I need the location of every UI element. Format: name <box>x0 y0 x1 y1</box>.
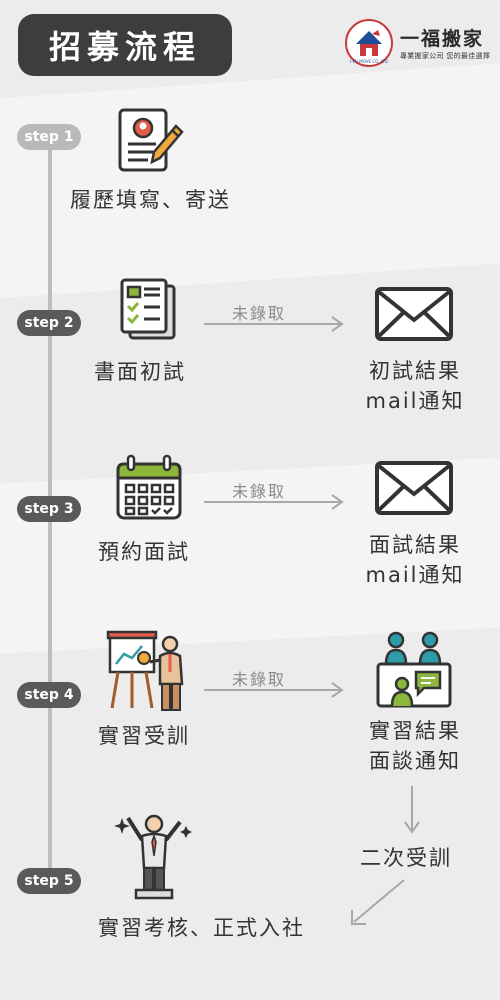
calendar-icon <box>116 454 182 520</box>
step-4-result-label: 實習結果 面談通知 <box>340 716 490 776</box>
step-4-result-line2: 面談通知 <box>369 749 461 773</box>
celebrating-employee-icon <box>114 814 192 900</box>
step-2-action-label: 書面初試 <box>94 360 186 384</box>
step-3-reject-label: 未錄取 <box>232 482 287 501</box>
step-badge-3: step 3 <box>17 496 81 522</box>
step-4-reject-label: 未錄取 <box>232 670 287 689</box>
brand-name: 一福搬家 <box>400 28 485 50</box>
step-2-result-line1: 初試結果 <box>369 359 461 383</box>
step-badge-5: step 5 <box>17 868 81 894</box>
step-4-action-label: 實習受訓 <box>98 724 190 748</box>
meeting-discussion-icon <box>376 631 452 708</box>
resume-icon <box>118 108 184 172</box>
step-badge-4: step 4 <box>17 682 81 708</box>
mail-envelope-icon <box>375 287 453 341</box>
presentation-training-icon <box>106 630 184 711</box>
step-badge-2: step 2 <box>17 310 81 336</box>
step-1-action-label: 履歷填寫、寄送 <box>70 188 231 212</box>
step-3-action-label: 預約面試 <box>98 540 190 564</box>
mail-envelope-icon <box>375 461 453 515</box>
arrow-down-left-icon <box>351 879 405 925</box>
step-2-reject-label: 未錄取 <box>232 304 287 323</box>
company-logo-icon: I-FU MOVE CO.,LTD <box>345 19 393 67</box>
step-3-result-line1: 面試結果 <box>369 533 461 557</box>
arrow-right-icon <box>204 494 344 510</box>
step-5-action-label: 實習考核、正式入社 <box>98 916 305 940</box>
brand-logo: I-FU MOVE CO.,LTD 一福搬家 專業搬家公司 您的最佳選擇 <box>344 18 490 68</box>
background-shape <box>0 59 500 301</box>
document-checklist-icon <box>120 278 176 340</box>
step-3-result-label: 面試結果 mail通知 <box>340 530 490 590</box>
brand-tagline: 專業搬家公司 您的最佳選擇 <box>400 52 491 60</box>
arrow-right-icon <box>204 682 344 698</box>
arrow-down-icon <box>404 786 420 834</box>
retrain-label: 二次受訓 <box>360 846 452 870</box>
step-2-result-label: 初試結果 mail通知 <box>340 356 490 416</box>
logo-badge-text: I-FU MOVE CO.,LTD <box>350 59 388 64</box>
arrow-right-icon <box>204 316 344 332</box>
step-badge-1: step 1 <box>17 124 81 150</box>
step-3-result-line2: mail通知 <box>365 563 465 587</box>
step-2-result-line2: mail通知 <box>365 389 465 413</box>
step-4-result-line1: 實習結果 <box>369 719 461 743</box>
page-title: 招募流程 <box>18 14 232 76</box>
